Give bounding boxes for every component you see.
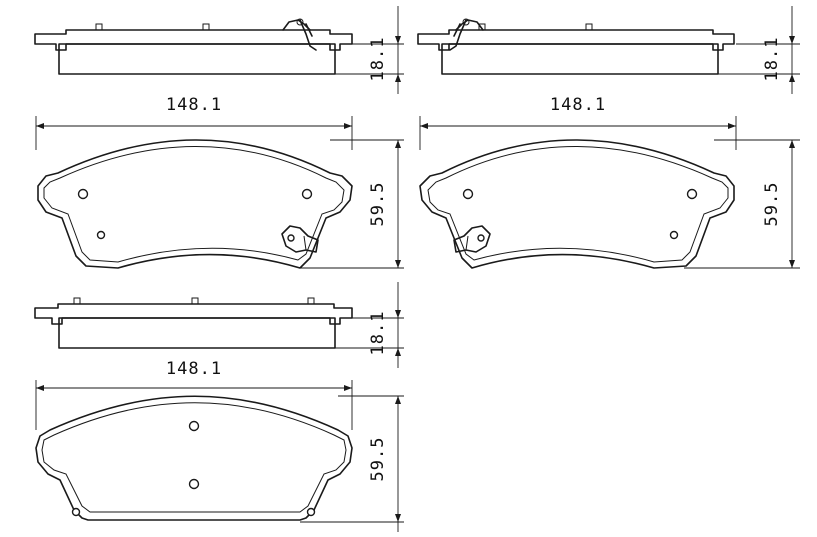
thickness-label-2: 18.1 [762, 37, 782, 82]
wear-sensor-clip-front-1 [281, 225, 319, 253]
height-label-2: 59.5 [762, 182, 782, 227]
height-dimension-1: 59.5 [300, 139, 404, 269]
wear-sensor-clip-side-2 [449, 18, 484, 51]
side-view-pad-3 [34, 297, 353, 349]
width-dimension-2: 148.1 [419, 95, 737, 150]
thickness-label-1: 18.1 [368, 37, 388, 82]
wear-sensor-clip-side-1 [282, 18, 317, 51]
height-dimension-3: 59.5 [300, 395, 404, 532]
thickness-dimension-2: 18.1 [718, 6, 800, 94]
front-view-pad-3 [35, 395, 353, 521]
width-label-2: 148.1 [550, 95, 606, 115]
wear-sensor-clip-front-2 [453, 225, 491, 253]
front-view-pad-1 [37, 139, 353, 269]
width-label-1: 148.1 [166, 95, 222, 115]
side-view-pad-1 [34, 18, 353, 75]
width-dimension-1: 148.1 [35, 95, 353, 150]
height-label-1: 59.5 [368, 182, 388, 227]
width-label-3: 148.1 [166, 359, 222, 379]
height-label-3: 59.5 [368, 437, 388, 482]
width-dimension-3: 148.1 [35, 359, 353, 430]
side-view-pad-2 [417, 18, 735, 75]
height-dimension-2: 59.5 [684, 139, 800, 269]
front-view-pad-2 [419, 139, 735, 269]
thickness-dimension-1: 18.1 [335, 6, 404, 94]
thickness-dimension-3: 18.1 [335, 282, 404, 368]
thickness-label-3: 18.1 [368, 311, 388, 356]
